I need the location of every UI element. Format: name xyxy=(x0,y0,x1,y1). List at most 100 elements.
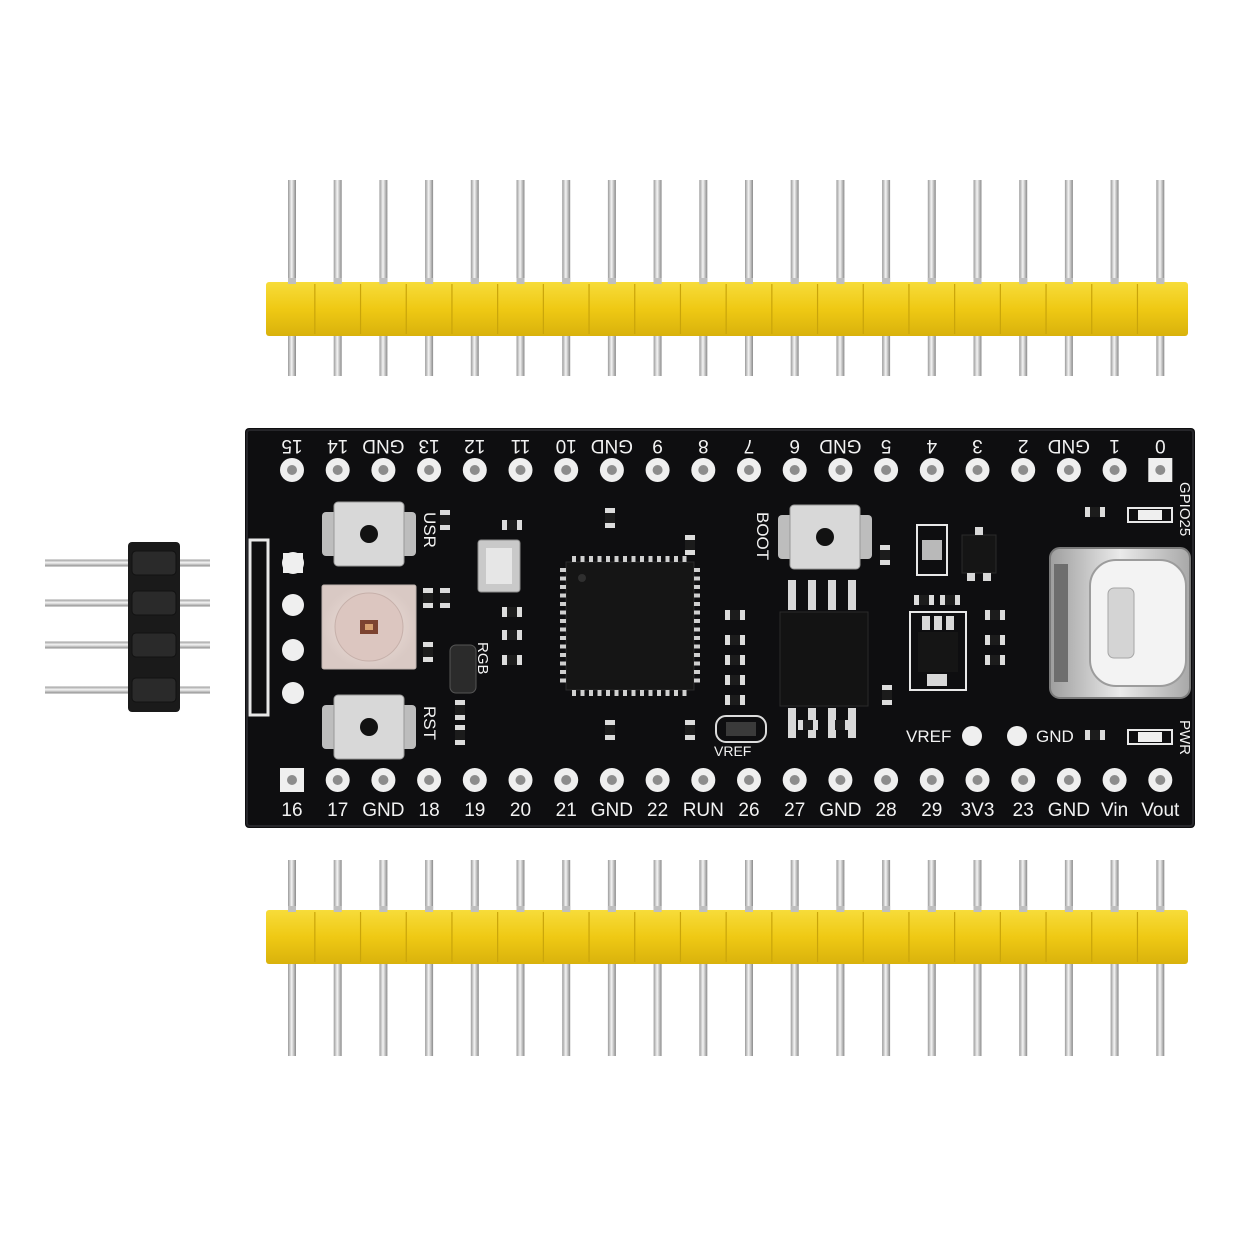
pin-collar xyxy=(607,278,616,284)
smd-terminal xyxy=(517,630,522,640)
pin-collar xyxy=(699,278,708,284)
chip-lead xyxy=(560,661,566,666)
smd-terminal xyxy=(880,560,890,565)
gnd-pad-label: GND xyxy=(1036,727,1074,746)
pad-hole xyxy=(1155,775,1166,785)
pad-hole xyxy=(744,775,754,785)
chip-lead xyxy=(597,690,602,696)
chip-lead xyxy=(560,636,566,640)
pad-hole xyxy=(926,465,937,475)
pad-hole xyxy=(835,775,846,785)
smd-component xyxy=(502,607,522,617)
black-header-segment xyxy=(131,590,177,616)
bottom-pin-header xyxy=(266,860,1188,1056)
pad-hole xyxy=(378,775,389,785)
right-angle-pin xyxy=(45,599,210,607)
pin-collar xyxy=(1156,278,1165,284)
pad-hole xyxy=(561,775,572,785)
bottom-pin-label: 26 xyxy=(738,800,759,821)
header-plastic xyxy=(266,282,1188,336)
gpio25-label: GPIO25 xyxy=(1176,482,1193,536)
pad-hole xyxy=(424,775,435,785)
pin-collar xyxy=(745,906,753,912)
top-pin-label: 1 xyxy=(1109,435,1120,456)
pin-collar xyxy=(882,278,891,284)
pin-collar xyxy=(425,278,434,284)
smd-component xyxy=(725,610,745,620)
bottom-pin-label: 18 xyxy=(419,800,440,821)
smd-component xyxy=(725,655,745,665)
rst-button[interactable] xyxy=(322,694,416,760)
smd-terminal xyxy=(685,735,695,740)
smd-terminal xyxy=(740,610,745,620)
rp2040-chip xyxy=(560,556,700,696)
bottom-pin-label: 29 xyxy=(921,800,942,821)
header-plastic xyxy=(266,910,1188,964)
pin-collar xyxy=(379,278,388,284)
usr-button[interactable] xyxy=(322,501,416,567)
swd-outline xyxy=(248,538,270,717)
chip-lead xyxy=(694,678,700,683)
smd-terminal xyxy=(725,655,730,665)
usb-c-port[interactable] xyxy=(1049,547,1191,699)
pin-collar xyxy=(790,906,799,912)
pin-collar xyxy=(973,906,982,912)
chip-lead xyxy=(580,556,585,562)
right-angle-pin-tip xyxy=(180,686,210,694)
pin-collar xyxy=(516,906,525,912)
smd-terminal xyxy=(1100,730,1105,740)
smd-terminal xyxy=(1100,507,1105,517)
pad-hole xyxy=(1155,465,1166,475)
chip-lead xyxy=(694,627,700,632)
boot-button[interactable] xyxy=(778,504,872,570)
rst-label: RST xyxy=(420,706,439,740)
pin-collar xyxy=(653,278,662,284)
chip-lead xyxy=(665,690,670,696)
pad-hole xyxy=(972,775,983,785)
top-pin-label: 8 xyxy=(698,435,709,456)
pad-hole xyxy=(744,465,754,475)
gpio25-led xyxy=(1127,507,1173,523)
transistor xyxy=(961,527,997,581)
smd-component xyxy=(725,675,745,685)
pin-collar xyxy=(1110,906,1119,912)
chip-lead xyxy=(560,593,566,598)
chip-lead xyxy=(560,602,566,606)
pad-hole xyxy=(926,775,937,785)
top-pin-label: 11 xyxy=(511,435,531,456)
smd-terminal xyxy=(882,700,892,705)
chip-lead xyxy=(631,690,636,696)
top-pin-label: 0 xyxy=(1155,435,1166,456)
pad-hole xyxy=(469,465,480,475)
smd-terminal xyxy=(1000,610,1005,620)
chip-lead xyxy=(694,610,700,615)
smd-terminal xyxy=(455,700,465,705)
pin-collar xyxy=(516,278,525,284)
smd-terminal xyxy=(725,635,730,645)
smd-terminal xyxy=(605,523,615,528)
top-pin-label: 12 xyxy=(464,435,485,456)
smd-terminal xyxy=(740,675,745,685)
right-angle-pin-tip xyxy=(180,599,210,607)
smd-component xyxy=(940,595,960,605)
smd-terminal xyxy=(985,635,990,645)
top-pin-label: 13 xyxy=(419,435,440,456)
bottom-pin-label: Vin xyxy=(1101,800,1128,821)
smd-component xyxy=(502,630,522,640)
smd-terminal xyxy=(1000,635,1005,645)
chip-lead xyxy=(674,690,678,696)
smd-terminal xyxy=(929,595,934,605)
smd-terminal xyxy=(605,720,615,725)
chip-lead xyxy=(694,670,700,674)
smd-terminal xyxy=(1000,655,1005,665)
smd-terminal xyxy=(880,545,890,550)
pin-collar xyxy=(1064,906,1073,912)
smd-component xyxy=(1085,507,1105,517)
pad-hole xyxy=(835,465,846,475)
top-pin-label: 7 xyxy=(744,435,755,456)
pad-hole xyxy=(698,775,709,785)
flash-chip xyxy=(779,580,869,738)
chip-lead xyxy=(648,690,653,696)
